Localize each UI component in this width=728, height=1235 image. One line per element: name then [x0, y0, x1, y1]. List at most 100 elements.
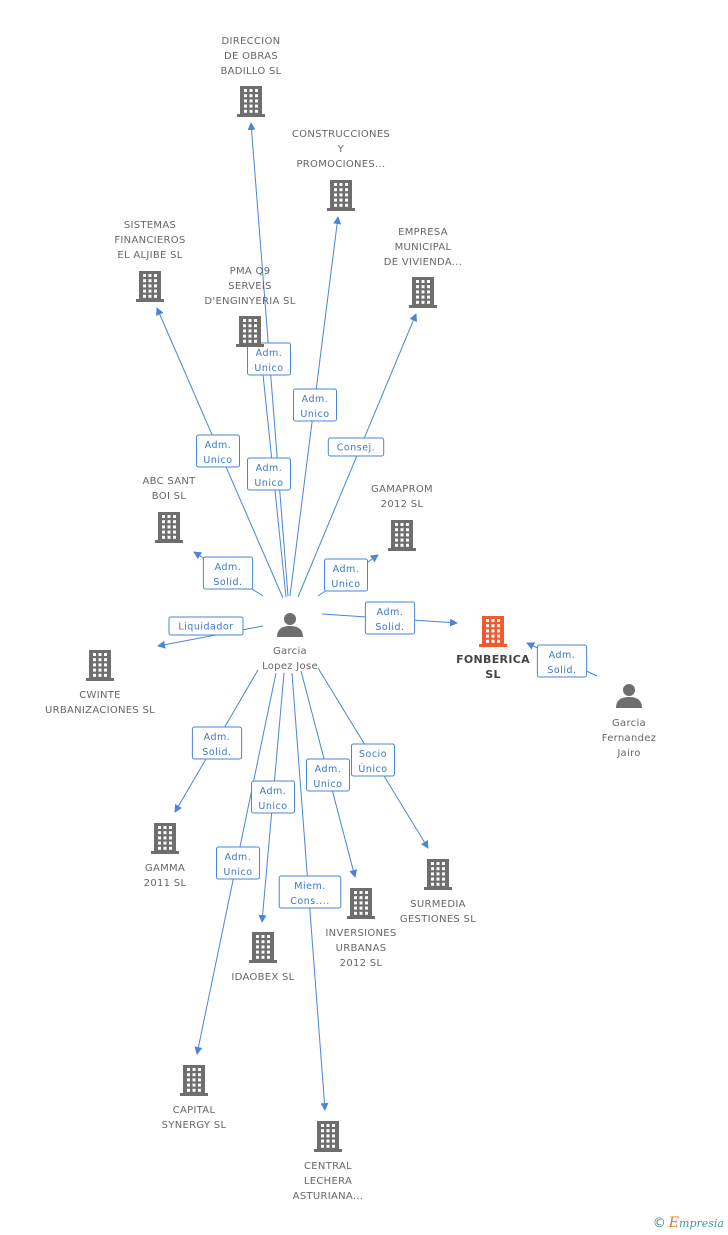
building-window: [256, 945, 259, 949]
building-window: [244, 109, 247, 113]
building-base: [314, 1149, 342, 1152]
building-window: [354, 906, 357, 910]
building-window: [93, 673, 96, 677]
edge-badge[interactable]: Miem.Cons....: [278, 875, 342, 909]
edge-badge-box: [293, 388, 337, 422]
building-window: [339, 203, 343, 207]
building-window: [421, 285, 425, 289]
edge-badge[interactable]: Adm.Solid.: [191, 726, 243, 760]
node-construcciones[interactable]: CONSTRUCCIONESYPROMOCIONES...: [292, 129, 390, 211]
node-label: Fernandez: [602, 733, 657, 744]
brand-logo[interactable]: Empresia: [668, 1215, 724, 1231]
building-window: [261, 935, 265, 938]
building-base: [249, 960, 277, 963]
building-window: [169, 846, 172, 850]
building-window: [359, 906, 363, 910]
building-window: [416, 290, 419, 294]
node-label: Garcia: [612, 718, 646, 729]
building-window: [169, 826, 172, 829]
building-icon: [424, 859, 452, 890]
building-window: [143, 294, 146, 298]
person-body: [616, 697, 642, 708]
edge-badge[interactable]: Adm.Unico: [324, 558, 368, 592]
building-window: [249, 94, 253, 98]
building-window: [486, 619, 489, 622]
person-head: [623, 684, 635, 696]
building-window: [332, 1144, 335, 1148]
building-window: [436, 872, 440, 876]
building-window: [158, 846, 161, 850]
building-window: [334, 183, 337, 186]
building-window: [339, 193, 343, 197]
node-idaobex[interactable]: IDAOBEX SL: [231, 932, 294, 983]
building-window: [154, 279, 157, 283]
building-base: [388, 548, 416, 551]
edge-badge[interactable]: Liquidador: [168, 616, 244, 636]
building-icon: [136, 271, 164, 302]
edge-badge[interactable]: Consej.: [327, 437, 385, 457]
node-label: DE OBRAS: [224, 51, 278, 62]
building-window: [486, 624, 489, 628]
building-window: [249, 109, 253, 113]
edge-badge[interactable]: Adm.Unico: [306, 758, 350, 792]
building-window: [431, 867, 434, 871]
building-window: [244, 99, 247, 103]
node-central[interactable]: CENTRALLECHERAASTURIANA...: [293, 1121, 364, 1202]
building-window: [332, 1134, 335, 1138]
building-window: [421, 280, 425, 283]
edge-badge[interactable]: Adm.Unico: [216, 846, 260, 880]
edge-badge-label: Adm.: [205, 440, 232, 451]
edge-badge[interactable]: Adm.Unico: [247, 342, 291, 376]
node-label: Y: [337, 144, 345, 155]
node-label: Garcia: [273, 646, 307, 657]
node-label: FONBERICA: [456, 653, 530, 666]
building-window: [244, 89, 247, 92]
building-base: [347, 916, 375, 919]
building-window: [339, 183, 343, 186]
edge-badge[interactable]: Adm.Solid.: [536, 644, 588, 678]
node-label: URBANAS: [336, 943, 387, 954]
building-window: [345, 188, 348, 192]
edge-badge[interactable]: Adm.Unico: [293, 388, 337, 422]
building-window: [267, 940, 270, 944]
edge-badge[interactable]: Adm.Solid.: [202, 556, 254, 590]
node-label: D'ENGINYERIA SL: [204, 296, 295, 307]
building-window: [255, 99, 258, 103]
edge-badge[interactable]: Adm.Unico: [251, 780, 295, 814]
edge-badge[interactable]: Adm.Unico: [247, 457, 291, 491]
building-window: [486, 629, 489, 633]
building-window: [359, 911, 363, 915]
edge-badge-box: [202, 556, 254, 590]
building-window: [497, 634, 500, 638]
building-window: [167, 530, 171, 534]
building-window: [365, 891, 368, 894]
edge-badge[interactable]: Adm.Solid.: [364, 601, 416, 635]
building-window: [255, 94, 258, 98]
building-window: [163, 836, 167, 840]
building-window: [98, 658, 102, 662]
footer: © Empresia: [653, 1215, 724, 1231]
building-window: [167, 515, 171, 518]
edge-badge[interactable]: Adm.Unico: [196, 434, 240, 468]
building-window: [345, 203, 348, 207]
building-window: [326, 1124, 330, 1127]
building-window: [104, 663, 107, 667]
building-icon: [409, 277, 437, 308]
edge-badge-box: [196, 434, 240, 468]
building-window: [339, 188, 343, 192]
